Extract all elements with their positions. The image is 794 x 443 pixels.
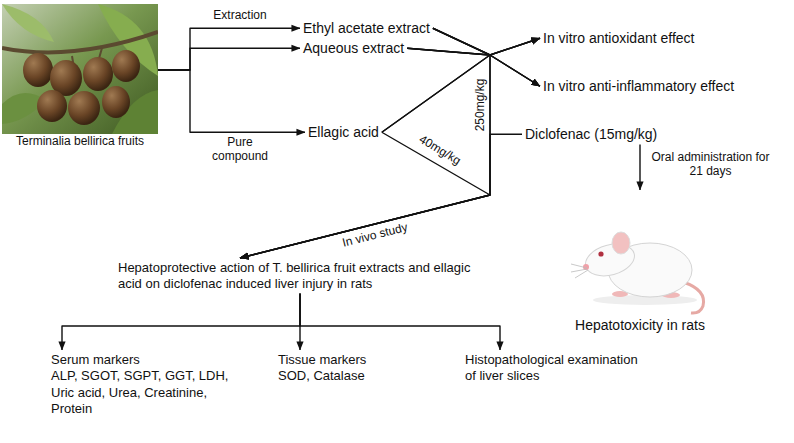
node-text: Histopathological examination of liver s…: [465, 352, 644, 385]
connector-arrow: [62, 294, 300, 351]
connector-arrow: [240, 134, 522, 258]
node-text: Aqueous extract: [303, 40, 404, 58]
node-text: In vitro anti-inflammatory effect: [543, 78, 734, 96]
marker-group: Serum markersALP, SGOT, SGPT, GGT, LDH, …: [48, 350, 243, 418]
edge-label: 40mg/kg: [417, 132, 464, 168]
connector-arrow: [382, 55, 540, 132]
rat-illustration: [565, 190, 715, 316]
connector-arrow: [639, 145, 640, 191]
connector-arrow: [158, 70, 305, 132]
study-text: Hepatoprotective action of T. bellirica …: [115, 258, 485, 294]
connector-arrow: [158, 48, 300, 70]
connector-arrow: [300, 294, 500, 351]
heading-text: Serum markers: [51, 352, 240, 368]
edge-label: 250mg/kg: [473, 79, 487, 132]
node-text: Ethyl acetate extract: [303, 20, 430, 38]
extract-text: Ethyl acetate extract: [300, 18, 433, 39]
compound-text: Ellagic acid: [305, 122, 382, 143]
rat-node: Hepatotoxicity in rats: [565, 190, 715, 336]
heading-text: Tissue markers: [278, 352, 402, 368]
marker-group: Tissue markersSOD, Catalase: [275, 350, 405, 386]
node-text: Diclofenac (15mg/kg): [525, 126, 657, 144]
edge-label: Oral administration for 21 days: [648, 150, 773, 179]
node-text: In vitro antioxidant effect: [543, 30, 695, 48]
edge-label: Extraction: [195, 8, 285, 22]
fruit-photo: [2, 4, 158, 134]
extract-text: Aqueous extract: [300, 38, 407, 59]
edge-label: Pure compound: [205, 135, 275, 164]
photo-node: Terminalia bellirica fruits: [2, 4, 158, 150]
node-text: Ellagic acid: [308, 124, 379, 142]
connector-arrow: [240, 132, 490, 258]
effect-text: In vitro anti-inflammatory effect: [540, 76, 737, 97]
drug-text: Diclofenac (15mg/kg): [522, 124, 660, 145]
edge-label: In vivo study: [341, 220, 409, 250]
node-text: Terminalia bellirica fruits: [5, 134, 155, 149]
connector-arrow: [158, 28, 300, 70]
effect-text: In vitro antioxidant effect: [540, 28, 698, 49]
marker-group: Histopathological examination of liver s…: [462, 350, 647, 386]
node-text: Hepatotoxicity in rats: [568, 317, 712, 335]
connector-arrow: [240, 28, 490, 258]
node-text: ALP, SGOT, SGPT, GGT, LDH, Uric acid, Ur…: [51, 368, 240, 417]
node-text: SOD, Catalase: [278, 368, 402, 384]
node-text: Hepatoprotective action of T. bellirica …: [118, 260, 482, 293]
